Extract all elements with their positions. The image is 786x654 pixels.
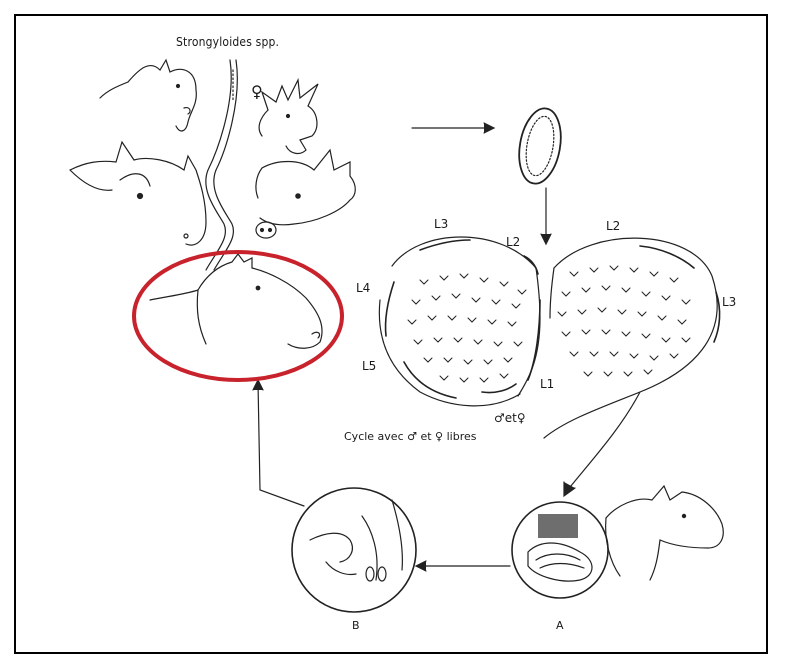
stage-label-l2-right: L2 [606,220,620,232]
arrow-egg-down [541,188,551,244]
sheep-head-drawing [100,60,196,131]
stage-label-l5: L5 [362,360,376,372]
cow-head-drawing [70,142,206,245]
goat-head-drawing [259,80,318,153]
egg-drawing [514,105,567,187]
cycle-caption: Cycle avec ♂ et ♀ libres [344,431,476,442]
stage-label-l3-left: L3 [434,218,448,230]
stage-label-l2-left: L2 [506,236,520,248]
arrow-a-to-b [416,561,510,571]
diagram-title: Strongyloides spp. [176,36,279,48]
stage-label-l1: L1 [540,378,554,390]
adult-worm-drawing [206,60,237,270]
stage-label-l3-right: L3 [722,296,736,308]
male-female-label: ♂et♀ [494,412,526,424]
free-living-cycle [379,237,717,438]
larvae-cluster-left [408,274,526,382]
female-symbol: ♀ [251,84,263,100]
lamb-drawing [606,486,724,580]
circle-a-detail [512,502,608,598]
larvae-cluster-right [558,266,690,376]
pig-head-drawing [256,150,355,238]
lifecycle-diagram [0,0,786,639]
stage-label-l4: L4 [356,282,370,294]
highlight-ellipse [134,252,342,380]
circle-b-label: B [352,620,360,631]
larval-stages [385,240,719,398]
circle-b-detail [292,488,416,612]
horse-head-drawing [150,254,322,348]
arrow-to-egg [412,123,494,133]
circle-a-label: A [556,620,564,631]
arrow-b-to-horse [253,380,304,506]
